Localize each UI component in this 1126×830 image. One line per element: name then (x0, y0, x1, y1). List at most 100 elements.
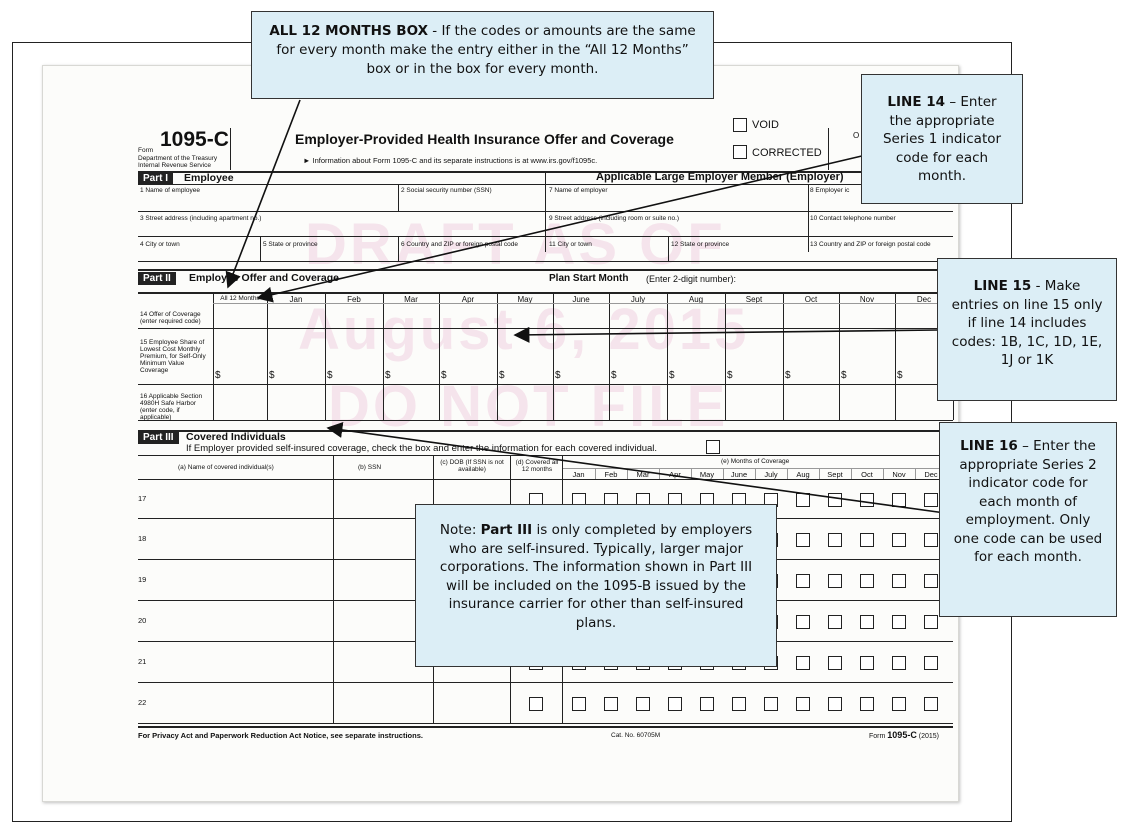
form-title: Employer-Provided Health Insurance Offer… (295, 131, 674, 147)
watermark-line-3: DO NOT FILE (328, 374, 729, 439)
covered-month-checkbox[interactable] (860, 532, 874, 547)
covered-month-checkbox[interactable] (924, 573, 938, 588)
line15-dollar: $ (441, 370, 447, 381)
covered-month-checkbox[interactable] (828, 614, 842, 629)
covered-month-checkbox[interactable] (636, 696, 650, 711)
form-word: Form (138, 147, 154, 154)
p2-month-header: Aug (688, 295, 704, 304)
covered-month-checkbox[interactable] (892, 655, 906, 670)
covered-month-checkbox[interactable] (828, 573, 842, 588)
p2-month-header: Dec (916, 295, 932, 304)
covered-month-checkbox[interactable] (571, 696, 586, 711)
plan-start-label: Plan Start Month (549, 273, 629, 284)
part3-tag: Part III (138, 431, 179, 444)
void-checkbox[interactable] (733, 118, 747, 132)
p2-month-header: Jan (289, 295, 303, 304)
covered-month-checkbox[interactable] (924, 492, 938, 507)
p3-month-header: Jan (572, 470, 585, 479)
field-12-label: 12 State or province (671, 241, 730, 248)
covered-month-checkbox[interactable] (924, 532, 938, 547)
line15-dollar: $ (727, 370, 733, 381)
dept-line-1: Department of the Treasury (138, 155, 218, 162)
p3-month-header: Apr (669, 470, 681, 479)
p2-month-header: All 12 Months (220, 295, 260, 302)
part2-tag: Part II (138, 272, 176, 285)
line14-label: 14 Offer of Coverage (enter required cod… (140, 311, 201, 325)
p3-row-number: 18 (138, 533, 147, 543)
covered-month-checkbox[interactable] (860, 655, 874, 670)
covered-month-checkbox[interactable] (828, 532, 842, 547)
covered-month-checkbox[interactable] (924, 655, 938, 670)
callout-all12: ALL 12 MONTHS BOX - If the codes or amou… (251, 11, 714, 99)
p2-month-header: Nov (859, 295, 875, 304)
part1-tag: Part I (138, 172, 174, 185)
callout-line14: LINE 14 – Enter the appropriate Series 1… (861, 74, 1023, 204)
p3-month-header: Sept (827, 470, 843, 479)
covered-all12-checkbox[interactable] (529, 696, 543, 711)
footer-privacy-notice: For Privacy Act and Paperwork Reduction … (138, 731, 423, 740)
line15-dollar: $ (499, 370, 505, 381)
line15-dollar: $ (269, 370, 275, 381)
arrow-line16 (326, 422, 946, 514)
covered-month-checkbox[interactable] (860, 696, 874, 711)
covered-month-checkbox[interactable] (860, 573, 874, 588)
covered-month-checkbox[interactable] (700, 696, 714, 711)
covered-month-checkbox[interactable] (764, 696, 778, 711)
p3-month-header: Aug (796, 470, 810, 479)
covered-month-checkbox[interactable] (892, 573, 906, 588)
covered-month-checkbox[interactable] (796, 532, 810, 547)
p3-row-number: 21 (138, 656, 147, 666)
field-4-label: 4 City or town (140, 241, 180, 248)
callout-line16: LINE 16 – Enter the appropriate Series 2… (939, 422, 1117, 617)
p2-month-header: Apr (461, 295, 475, 304)
line15-dollar: $ (385, 370, 391, 381)
covered-month-checkbox[interactable] (604, 696, 618, 711)
covered-month-checkbox[interactable] (892, 614, 906, 629)
covered-month-checkbox[interactable] (924, 614, 938, 629)
covered-month-checkbox[interactable] (796, 573, 810, 588)
arrow-line15 (513, 326, 939, 343)
p3-row-number: 19 (138, 574, 147, 584)
covered-month-checkbox[interactable] (828, 655, 842, 670)
p3-month-header: Dec (924, 470, 938, 479)
self-insured-checkbox[interactable] (706, 440, 720, 454)
field-1-label: 1 Name of employee (140, 187, 200, 194)
field-6-label: 6 Country and ZIP or foreign postal code (401, 241, 518, 248)
corrected-checkbox[interactable] (733, 145, 747, 159)
void-label: VOID (752, 119, 779, 131)
watermark-line-1: DRAFT AS OF (305, 212, 726, 277)
form-number: 1095-C (160, 128, 229, 151)
line15-dollar: $ (215, 370, 221, 381)
covered-month-checkbox[interactable] (668, 696, 682, 711)
covered-month-checkbox[interactable] (796, 614, 810, 629)
arrow-line14 (256, 154, 867, 303)
covered-month-checkbox[interactable] (860, 614, 874, 629)
line16-label: 16 Applicable Section 4980H Safe Harbor … (140, 393, 203, 421)
p2-month-header: Sept (745, 295, 763, 304)
p3-row-number: 22 (138, 697, 147, 707)
covered-month-checkbox[interactable] (924, 696, 938, 711)
covered-month-checkbox[interactable] (892, 532, 906, 547)
corrected-label: CORRECTED (752, 147, 822, 159)
form-subtitle: ► Information about Form 1095-C and its … (303, 156, 598, 165)
covered-month-checkbox[interactable] (828, 696, 842, 711)
part3-instruction: If Employer provided self-insured covera… (186, 443, 658, 454)
p2-month-header: July (630, 295, 646, 304)
p3-month-header: June (730, 470, 748, 479)
field-5-label: 5 State or province (263, 241, 318, 248)
field-8-label: 8 Employer ic (810, 187, 850, 194)
covered-month-checkbox[interactable] (732, 696, 746, 711)
callout-part3-note: Note: Part III is only completed by empl… (415, 504, 777, 667)
field-2-label: 2 Social security number (SSN) (401, 187, 492, 194)
covered-month-checkbox[interactable] (892, 696, 906, 711)
covered-month-checkbox[interactable] (796, 696, 810, 711)
field-7-label: 7 Name of employer (549, 187, 608, 194)
line15-dollar: $ (669, 370, 675, 381)
p2-month-header: May (517, 295, 533, 304)
line15-dollar: $ (897, 370, 903, 381)
p2-month-header: Mar (404, 295, 418, 304)
p3-month-header: Feb (604, 470, 618, 479)
field-11-label: 11 City or town (549, 241, 592, 248)
covered-month-checkbox[interactable] (796, 655, 810, 670)
